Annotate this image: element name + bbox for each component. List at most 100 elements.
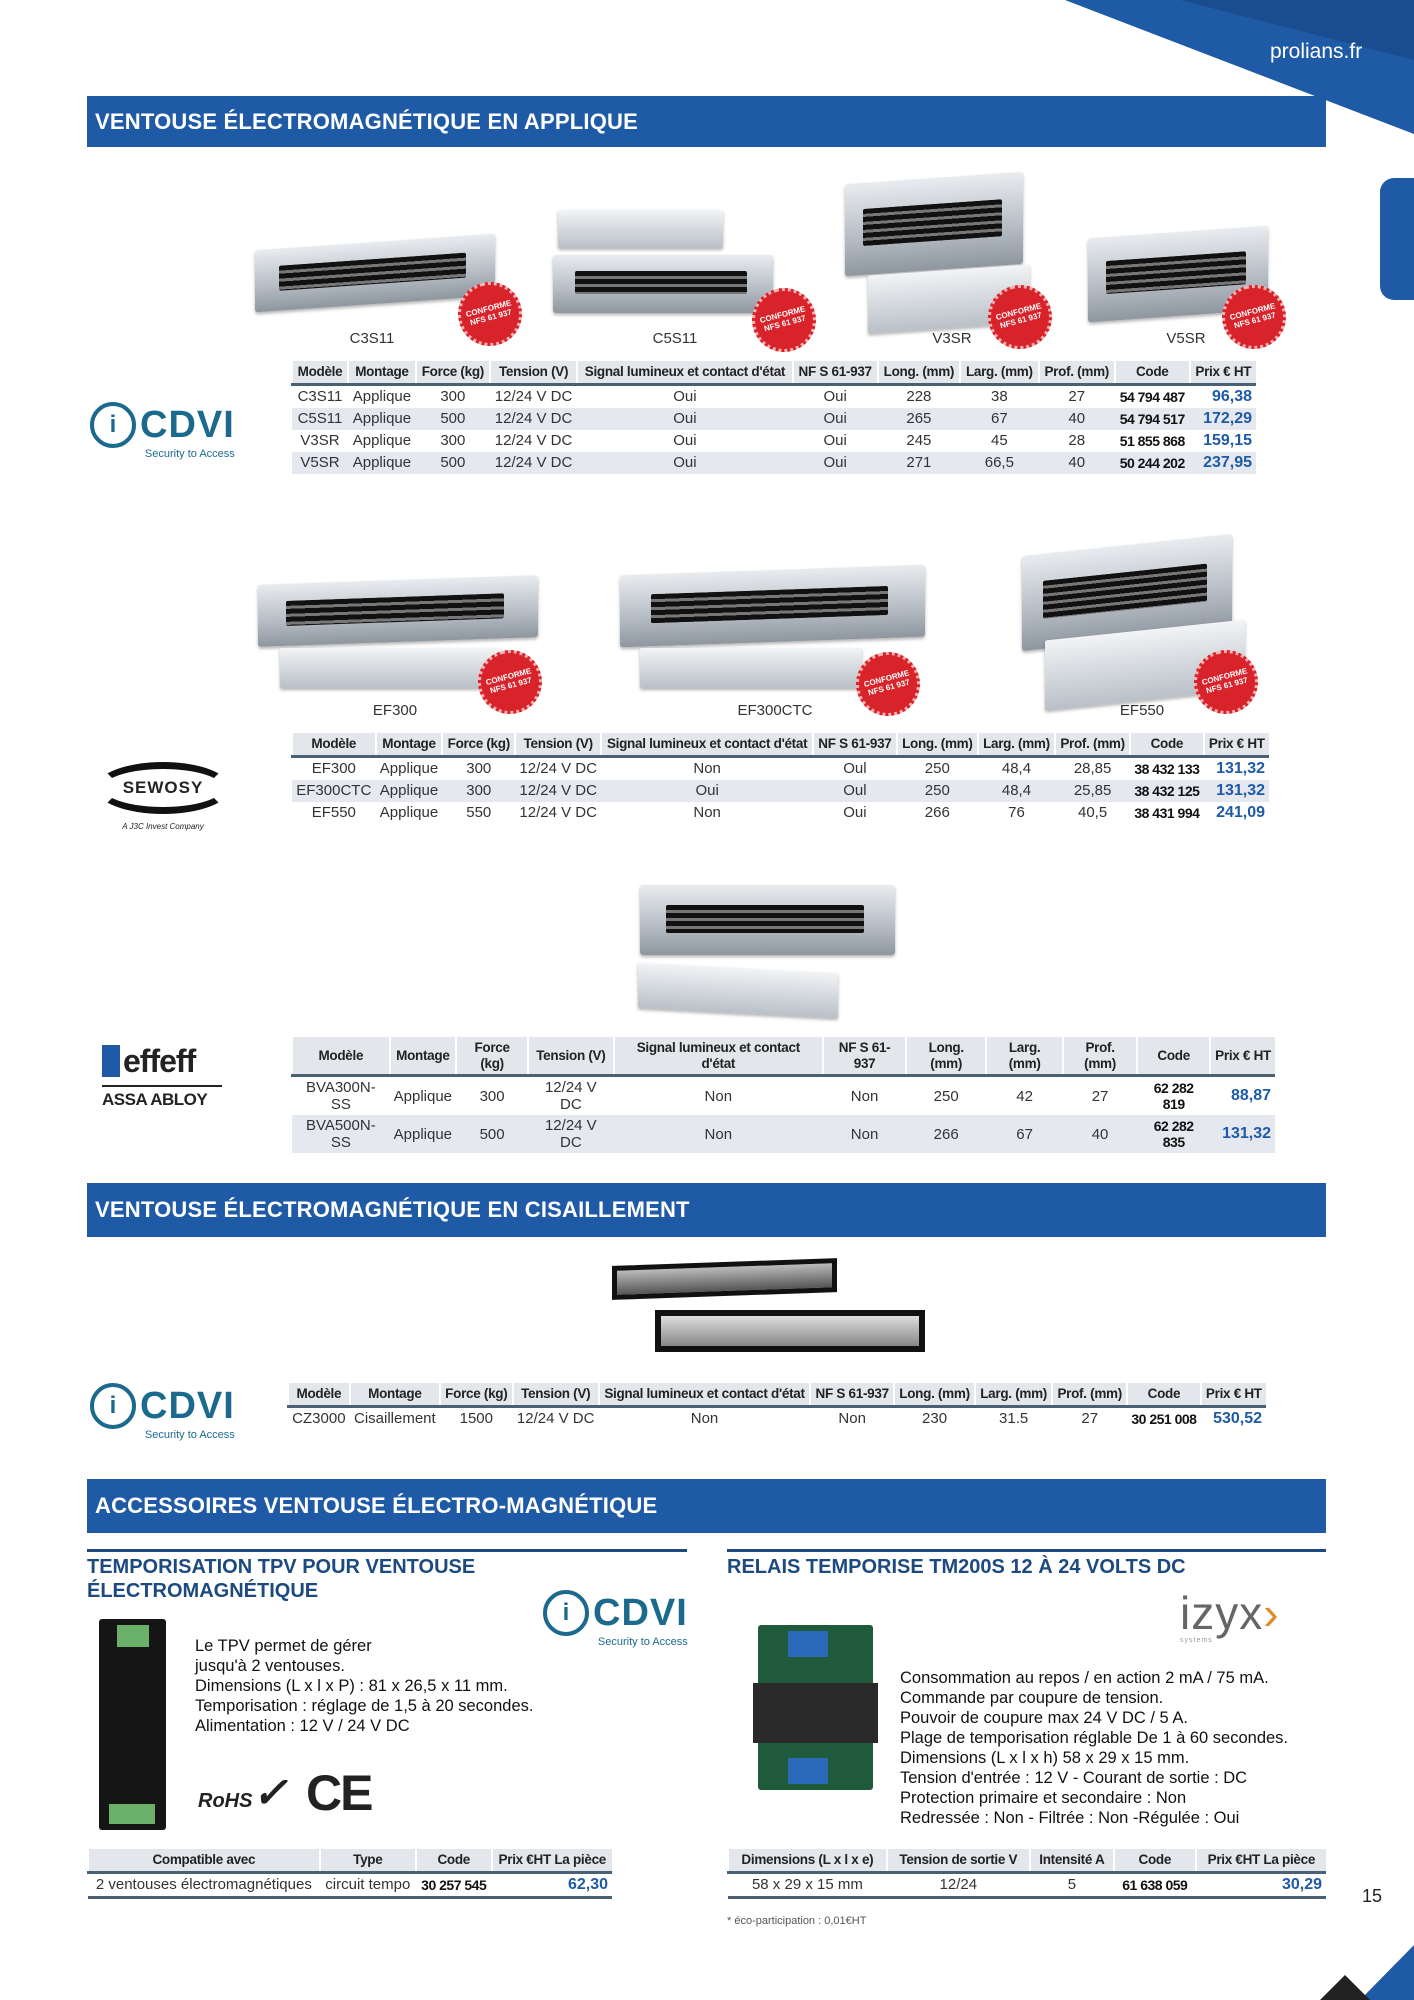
table-cell: 300: [442, 779, 516, 802]
table-cell: 27: [1081, 1410, 1099, 1428]
column-header: Force (kg): [438, 1383, 513, 1408]
table-cell: 300: [466, 760, 492, 778]
section-header-applique: VENTOUSE ÉLECTROMAGNÉTIQUE EN APPLIQUE: [87, 96, 1326, 147]
product-label: EF300: [372, 702, 418, 719]
column-header: Signal lumineux et contact d'état: [600, 733, 813, 758]
table-cell: EF300CTC: [292, 779, 376, 802]
product-image-ef300ctc-plate: [640, 648, 862, 688]
table-cell: 38 431 994: [1134, 804, 1200, 821]
table-cell: 12/24 V DC: [516, 1410, 595, 1428]
column-header: Signal lumineux et contact d'état: [612, 1037, 824, 1078]
page-number: 15: [1362, 1886, 1383, 1906]
table-cell: 271: [877, 451, 961, 474]
table-cell: 62 282 819: [1153, 1080, 1194, 1113]
table-cell: 76: [1008, 804, 1025, 822]
table-cell: 38 432 133: [1134, 760, 1200, 777]
table-cell: 38 432 125: [1130, 779, 1204, 802]
column-header: Prix €HT La pièce: [1194, 1849, 1326, 1874]
table-cell: 58 x 29 x 15 mm: [728, 1872, 887, 1899]
column-header: Code: [1113, 361, 1190, 386]
column-header: Code: [1136, 1037, 1211, 1078]
sewosy-logo: SEWOSY A J3C Invest Company: [96, 762, 230, 831]
table-cell: Non: [850, 1087, 879, 1105]
table-cell: Oui: [577, 407, 793, 430]
column-header: Tension (V): [488, 361, 578, 386]
table-cell: 250: [924, 760, 950, 778]
table-cell: 237,95: [1189, 451, 1256, 474]
product-label: V5SR: [1166, 330, 1206, 347]
column-header: Montage: [346, 361, 416, 386]
side-tab: [1380, 178, 1414, 300]
table-cell: 54 794 517: [1114, 407, 1190, 430]
column-header: Montage: [374, 733, 443, 758]
table-cell: Oui: [823, 432, 847, 450]
table-cell: Oui: [792, 451, 878, 474]
table-cell: Applique: [393, 1087, 453, 1105]
product-image-bva: [640, 885, 895, 955]
table-cell: 51 855 868: [1119, 432, 1186, 449]
table-cell: 12/24 V DC: [489, 407, 578, 430]
product-image-ef300: [258, 575, 538, 647]
table-cell: Applique: [352, 388, 412, 406]
table-cell: 67: [986, 1115, 1063, 1154]
table-cell: 40: [1062, 1115, 1138, 1154]
table-cell: 159,15: [1203, 431, 1252, 449]
effeff-logo: effeff ASSA ABLOY: [102, 1045, 222, 1110]
corner-decoration: [1065, 0, 1414, 134]
table-cell: C5S11: [292, 407, 348, 430]
table-cell: C3S11: [297, 388, 343, 406]
column-header: Compatible avec: [87, 1849, 320, 1874]
table-cell: Applique: [379, 760, 439, 778]
column-header: Modèle: [291, 361, 348, 386]
section-header-accessoires: ACCESSOIRES VENTOUSE ÉLECTRO-MAGNÉTIQUE: [87, 1479, 1326, 1533]
table-cell: BVA500N-SS: [292, 1115, 390, 1154]
table-cell: 62,30: [491, 1872, 612, 1899]
table-cell: Oul: [843, 760, 867, 778]
izyx-logo: izyx›systems: [1180, 1587, 1280, 1644]
table-cell: 27: [1091, 1087, 1109, 1105]
table-cell: 12/24 V DC: [528, 1115, 614, 1154]
column-header: Tension (V): [514, 733, 602, 758]
table-cell: 500: [456, 1115, 529, 1154]
table-cell: 300: [440, 388, 466, 406]
column-header: Larg. (mm): [974, 1383, 1053, 1408]
table-cell: 40,5: [1077, 804, 1108, 822]
site-url[interactable]: prolians.fr: [1270, 40, 1363, 63]
column-header: NF S 61-937: [812, 733, 897, 758]
corner-chevrons: [1320, 1945, 1414, 2000]
column-header: Larg. (mm): [985, 1037, 1063, 1078]
table-cell: 12/24: [886, 1872, 1030, 1899]
table-cell: Non: [693, 760, 721, 778]
table-cell: 12/24 V DC: [494, 432, 573, 450]
product-image-cz3000: [612, 1258, 837, 1300]
relais-table: Dimensions (L x l x e)Tension de sortie …: [727, 1849, 1326, 1899]
column-header: Tension (V): [511, 1383, 599, 1408]
tpv-title: TEMPORISATION TPV POUR VENTOUSE ÉLECTROM…: [87, 1556, 476, 1602]
product-image-v3sr: [845, 171, 1023, 277]
table-cell: 1500: [459, 1410, 493, 1428]
table-cell: Applique: [389, 1115, 457, 1154]
table-cell: Oui: [843, 804, 867, 822]
column-header: Modèle: [287, 1383, 350, 1408]
relais-description: Consommation au repos / en action 2 mA /…: [900, 1669, 1288, 1827]
column-header: Force (kg): [414, 361, 490, 386]
table-cell: 50 244 202: [1114, 451, 1190, 474]
table-cell: 25,85: [1055, 779, 1131, 802]
table-cell: 45: [991, 432, 1008, 450]
product-image-c3s11: [255, 233, 495, 313]
table-cell: 30,29: [1195, 1872, 1326, 1899]
product-image-c5s11: [553, 255, 773, 313]
eco-participation-note: * éco-participation : 0,01€HT: [727, 1915, 867, 1927]
table-cell: Oui: [577, 451, 793, 474]
column-header: Prix € HT: [1209, 1037, 1275, 1078]
column-header: Code: [1129, 733, 1204, 758]
